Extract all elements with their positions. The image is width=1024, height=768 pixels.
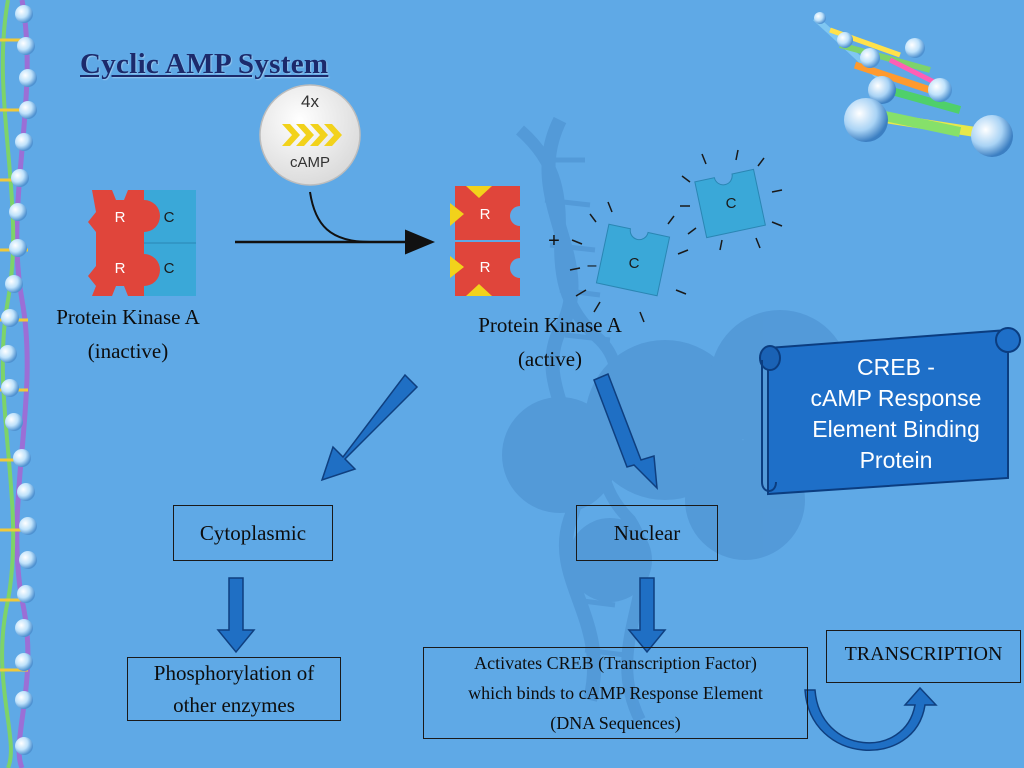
corner-dna-molecule — [813, 12, 1013, 157]
camp-bound-icon — [450, 256, 464, 278]
camp-bound-icon — [450, 203, 464, 226]
pka-inactive-line1: Protein Kinase A — [56, 305, 200, 329]
activates-line2: which binds to cAMP Response Element — [468, 683, 763, 703]
activates-line1: Activates CREB (Transcription Factor) — [474, 653, 757, 673]
pka-active-label: Protein Kinase A (active) — [450, 308, 650, 376]
regulatory-label: R — [115, 260, 126, 277]
catalytic-subunit-2 — [680, 149, 783, 251]
camp-bound-icon — [466, 284, 492, 296]
arrow-to-nuclear — [593, 373, 658, 491]
camp-molecule-icons — [282, 124, 342, 146]
phosphorylation-box: Phosphorylation of other enzymes — [127, 657, 341, 721]
camp-bound-icon — [466, 186, 492, 198]
pka-active-line1: Protein Kinase A — [478, 313, 622, 337]
phosphorylation-line1: Phosphorylation of — [153, 661, 315, 685]
plus-sign: + — [548, 230, 560, 252]
minus-sign: – — [588, 257, 597, 274]
transcription-box: TRANSCRIPTION — [826, 630, 1021, 683]
pka-active-line2: (active) — [517, 347, 583, 371]
creb-line1: CREB - — [857, 354, 935, 380]
phosphorylation-line2: other enzymes — [173, 693, 295, 717]
pka-inactive-complex — [88, 190, 196, 296]
activates-creb-box: Activates CREB (Transcription Factor) wh… — [423, 647, 808, 739]
creb-banner-text: CREB - cAMP Response Element Binding Pro… — [783, 352, 1009, 476]
creb-line2: cAMP Response — [810, 385, 982, 411]
creb-line3: Element Binding — [812, 416, 980, 442]
catalytic-subunit-1 — [569, 201, 689, 323]
cytoplasmic-box: Cytoplasmic — [173, 505, 333, 561]
arrow-to-cytoplasmic — [320, 373, 419, 482]
left-dna-border — [0, 0, 37, 768]
catalytic-label: C — [164, 209, 175, 226]
regulatory-label: R — [480, 206, 491, 223]
activates-line3: (DNA Sequences) — [550, 713, 681, 733]
page-title: Cyclic AMP System — [80, 48, 329, 80]
catalytic-label: C — [726, 195, 737, 212]
camp-count: 4x — [301, 92, 319, 111]
regulatory-label: R — [115, 209, 126, 226]
pka-regulatory-active — [450, 186, 520, 296]
pka-inactive-line2: (inactive) — [87, 339, 169, 363]
pka-inactive-label: Protein Kinase A (inactive) — [30, 300, 226, 368]
creb-banner — [759, 327, 1021, 496]
catalytic-label: C — [164, 260, 175, 277]
arrow-to-transcription — [804, 686, 938, 751]
arrow-to-phosphorylation — [216, 577, 256, 654]
camp-name: cAMP — [289, 154, 330, 171]
camp-badge — [259, 84, 361, 186]
arrow-to-activates — [627, 577, 667, 654]
creb-line4: Protein — [859, 447, 933, 473]
activation-curve — [309, 191, 371, 243]
regulatory-label: R — [480, 259, 491, 276]
catalytic-label: C — [629, 255, 640, 272]
nuclear-box: Nuclear — [576, 505, 718, 561]
